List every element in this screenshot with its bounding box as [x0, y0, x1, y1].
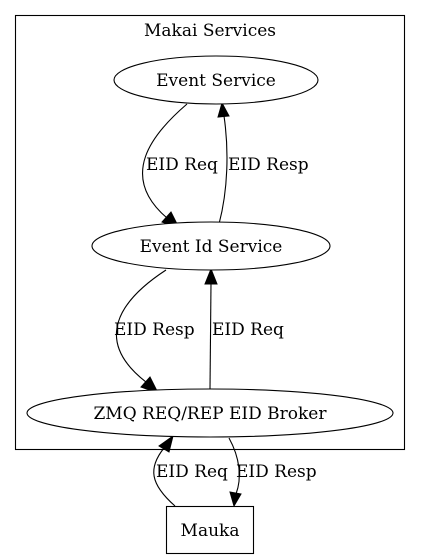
- node-shape: [26, 388, 394, 438]
- cluster-makai-services: Makai Services: [14, 14, 406, 451]
- arrowhead: [229, 491, 242, 508]
- node-zmq-broker: ZMQ REQ/REP EID Broker: [26, 388, 394, 438]
- node-label: Event Service: [156, 71, 276, 91]
- node-mauka: Mauka: [165, 505, 255, 555]
- edge-event-id-service-to-event-service: EID Resp: [217, 101, 309, 225]
- edge-line: [228, 437, 240, 495]
- edge-line: [218, 115, 228, 225]
- node-shape: [113, 55, 319, 105]
- node-shape: [91, 221, 331, 271]
- edge-line: [142, 103, 188, 219]
- cluster-title: Makai Services: [144, 21, 276, 41]
- node-label: Mauka: [181, 521, 240, 541]
- node-event-id-service: Event Id Service: [91, 221, 331, 271]
- edge-label: EID Req: [156, 462, 228, 482]
- node-label: ZMQ REQ/REP EID Broker: [94, 404, 328, 424]
- edge-zmq-broker-to-mauka: EID Resp: [228, 437, 317, 508]
- edge-line: [153, 447, 176, 507]
- node-label: Event Id Service: [140, 237, 283, 257]
- edge-label: EID Resp: [114, 320, 195, 340]
- edge-event-id-service-to-zmq-broker: EID Resp: [114, 269, 195, 394]
- node-shape: [165, 505, 255, 555]
- edge-event-service-to-event-id-service: EID Req: [142, 103, 218, 229]
- arrowhead: [204, 267, 218, 285]
- edge-label: EID Req: [146, 155, 218, 175]
- edge-zmq-broker-to-event-id-service: EID Req: [204, 267, 284, 390]
- edge-label: EID Resp: [228, 155, 309, 175]
- arrowhead: [158, 434, 174, 453]
- cluster-border: [14, 14, 406, 451]
- edge-line: [209, 282, 212, 390]
- edge-label: EID Resp: [236, 462, 317, 482]
- arrowhead: [217, 101, 230, 118]
- edge-label: EID Req: [212, 320, 284, 340]
- node-event-service: Event Service: [113, 55, 319, 105]
- edge-mauka-to-zmq-broker: EID Req: [153, 434, 228, 507]
- edge-line: [116, 269, 167, 383]
